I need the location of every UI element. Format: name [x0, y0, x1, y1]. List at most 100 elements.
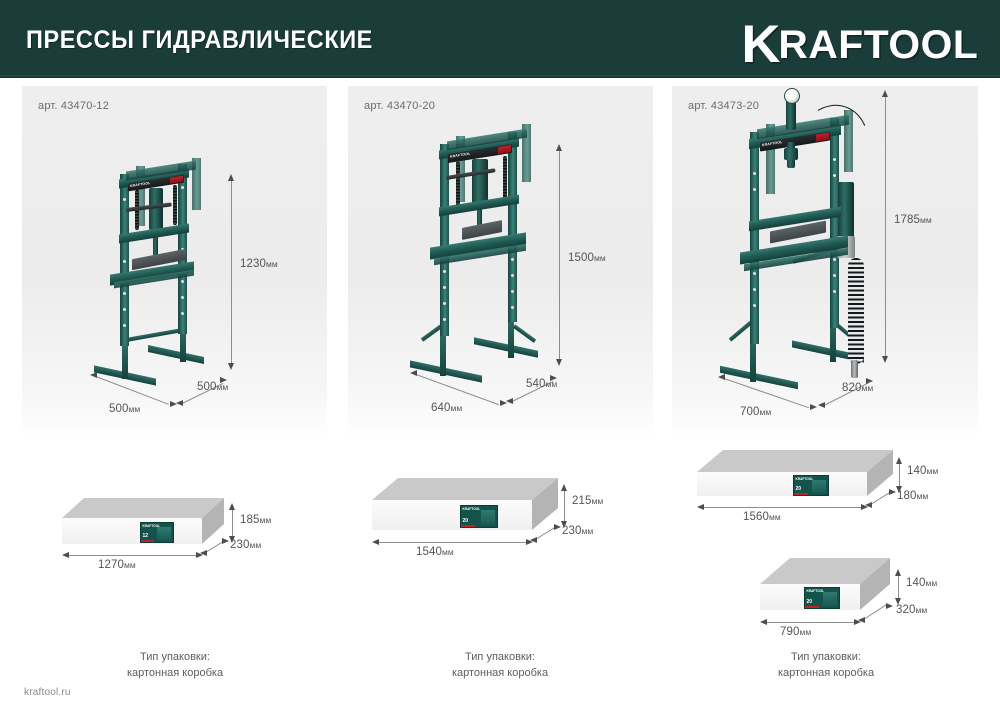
dimension-box-height-unit-1: мм	[259, 515, 272, 525]
press-pin-hole	[511, 306, 514, 309]
press-hydraulic-cylinder	[149, 188, 163, 230]
press-pin-hole	[833, 290, 836, 293]
pressure-gauge-icon	[784, 88, 800, 104]
dimension-box-depth-unit-4: мм	[915, 605, 928, 615]
press-pin-hole	[443, 318, 446, 321]
press-base-rear	[474, 337, 538, 358]
press-brand-plate-text: KRAFTOOL	[450, 151, 471, 159]
dimension-width-value-1: 500	[109, 403, 129, 415]
press-pin-hole	[753, 272, 756, 275]
packaging-caption-2: Тип упаковки: картонная коробка	[400, 650, 600, 682]
box-label-accent-bar	[141, 540, 154, 542]
article-number-3: арт. 43473-20	[688, 100, 760, 112]
press-illustration-1: KRAFTOOL	[22, 86, 327, 438]
box-label-accent-bar	[461, 525, 476, 527]
packaging-box-2: KRAFTOOL 20 1540мм 230мм 215мм	[372, 478, 603, 558]
press-base-front	[720, 365, 798, 390]
box-top-face	[62, 498, 224, 518]
press-upright-left-rear	[766, 124, 775, 194]
press-upright-right	[830, 118, 839, 328]
dimension-box-height-unit-2: мм	[591, 496, 604, 506]
box-label-brand: KRAFTOOL	[462, 506, 481, 511]
press-pin-hole	[123, 324, 126, 327]
dimension-depth-unit-3: мм	[861, 383, 874, 393]
press-pin-hole	[443, 270, 446, 273]
press-illustration-2: KRAFTOOL	[348, 86, 653, 438]
dimension-depth-value-3: 820	[842, 382, 862, 394]
press-return-spring-left	[456, 162, 460, 206]
dimension-width-value-3: 700	[740, 406, 760, 418]
packaging-caption-line2: картонная коробка	[126, 666, 224, 679]
press-return-spring-right	[173, 185, 177, 225]
dimension-box-depth-value-1: 230	[230, 539, 250, 551]
dimension-box-length-value-2: 1540	[416, 546, 442, 558]
press-brand-plate-text: KRAFTOOL	[762, 139, 783, 148]
article-number-2: арт. 43470-20	[364, 100, 436, 112]
dimension-box-length-value-4: 790	[780, 626, 800, 638]
press-ram	[477, 205, 482, 233]
product-panel-1: арт. 43470-12 KRAFTOOL	[22, 86, 327, 438]
box-label-accent-bar	[794, 493, 808, 495]
dimension-box-length-value-1: 1270	[98, 559, 124, 571]
press-foot-right	[180, 326, 186, 362]
press-illustration-3: KRAFTOOL	[672, 86, 978, 438]
press-gauge-stem	[786, 100, 796, 130]
product-panel-3: арт. 43473-20 KRAFTOOL	[672, 86, 978, 438]
dimension-box-height-unit-4: мм	[925, 578, 938, 588]
press-upright-left	[440, 144, 449, 336]
press-brace-diagonal	[125, 328, 180, 342]
kraftool-logo: KRAFTOOL	[741, 18, 978, 71]
dimension-depth-value-2: 540	[526, 378, 546, 390]
dimension-box-depth-unit-1: мм	[249, 540, 262, 550]
packaging-caption-line1: Тип упаковки:	[140, 651, 210, 663]
box-front-face	[697, 472, 867, 496]
box-top-face	[372, 478, 558, 500]
dimension-box-length-unit-3: мм	[768, 512, 781, 522]
press-upright-right-rear	[192, 158, 201, 210]
page-header: ПРЕССЫ ГИДРАВЛИЧЕСКИЕ KRAFTOOL	[0, 0, 1000, 78]
dimension-height-unit-3: мм	[919, 215, 932, 225]
dimension-depth-unit-2: мм	[545, 379, 558, 389]
dimension-box-height-value-1: 185	[240, 514, 260, 526]
box-label-brand: KRAFTOOL	[795, 476, 814, 481]
press-foot-left	[750, 326, 756, 382]
press-pin-hole	[443, 286, 446, 289]
box-product-label: KRAFTOOL 20	[804, 587, 840, 609]
logo-k-letter: K	[740, 14, 780, 74]
press-air-coupler	[851, 360, 858, 378]
logo-wordmark: RAFTOOL	[778, 22, 978, 67]
press-pin-hole	[833, 158, 836, 161]
press-pin-hole	[753, 288, 756, 291]
press-brace-right	[512, 324, 537, 343]
press-pin-hole	[123, 308, 126, 311]
press-ram	[153, 230, 158, 256]
box-label-product-photo	[812, 480, 826, 493]
packaging-box-3: KRAFTOOL 20 1560мм 180мм 140мм	[697, 450, 938, 523]
dimension-box-length-unit-2: мм	[441, 547, 454, 557]
press-upright-left-rear	[136, 166, 145, 226]
dimension-width-unit-3: мм	[759, 407, 772, 417]
press-pin-hole	[753, 304, 756, 307]
dimension-box-height-value-2: 215	[572, 495, 592, 507]
box-product-label: KRAFTOOL 20	[793, 475, 829, 496]
packaging-caption-3: Тип упаковки: картонная коробка	[726, 650, 926, 682]
packaging-box-1: KRAFTOOL 12 1270мм 230мм 185мм	[62, 498, 271, 571]
box-label-brand: KRAFTOOL	[806, 588, 825, 593]
press-pin-hole	[833, 258, 836, 261]
dimension-height-value-2: 1500	[568, 252, 594, 264]
press-upright-left-rear	[456, 136, 465, 202]
footer-website: kraftool.ru	[24, 687, 71, 698]
box-label-accent-bar	[805, 606, 819, 608]
press-return-spring-right	[503, 156, 507, 200]
dimension-box-depth-value-4: 320	[896, 604, 916, 616]
dimension-box-depth-unit-3: мм	[916, 491, 929, 501]
dimension-box-height-value-4: 140	[906, 577, 926, 589]
packaging-caption-line1: Тип упаковки:	[791, 651, 861, 663]
press-upright-right-rear	[522, 124, 531, 182]
press-pump-handle	[445, 168, 496, 180]
press-foot-left	[122, 341, 128, 379]
box-label-tonnage: 20	[795, 486, 802, 492]
press-foot-right	[508, 314, 514, 358]
dimension-box-height-unit-3: мм	[926, 466, 939, 476]
press-pin-hole	[753, 188, 756, 191]
